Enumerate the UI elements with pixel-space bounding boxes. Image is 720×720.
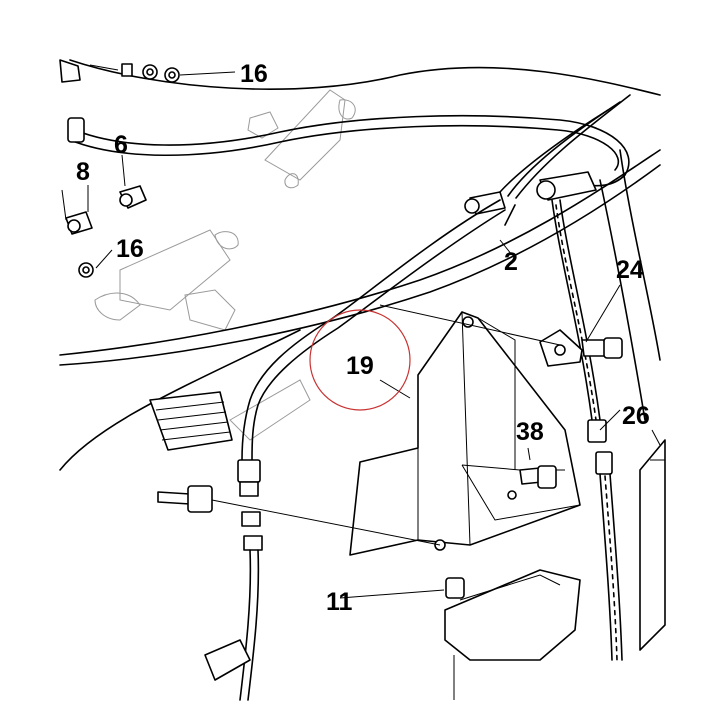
mounting-panel-19 — [349, 311, 581, 556]
bracket-24 — [539, 329, 623, 367]
callout-8: 8 — [76, 158, 90, 186]
callout-16-top: 16 — [240, 60, 268, 88]
callout-26: 26 — [622, 402, 650, 430]
bolt-38 — [519, 465, 557, 489]
bolt-left — [157, 485, 441, 546]
callout-19: 19 — [346, 352, 374, 380]
callout-38: 38 — [516, 418, 544, 446]
battery-26 — [639, 439, 666, 651]
cable-to-left-connector — [241, 199, 506, 461]
frame-rails — [59, 59, 661, 471]
fin-module — [149, 391, 233, 451]
lower-bracket — [444, 569, 581, 700]
callout-24: 24 — [616, 256, 644, 284]
wire-harness-2 — [69, 94, 631, 226]
connector-left-cable — [204, 459, 263, 701]
right-vertical-cable — [551, 199, 623, 661]
callout-16-left: 16 — [116, 235, 144, 263]
body-panel-outline — [94, 89, 356, 441]
highlight-circle — [309, 309, 411, 411]
top-left-fasteners — [59, 59, 180, 278]
leader-lines — [87, 71, 661, 599]
callout-2: 2 — [504, 248, 518, 276]
callout-11: 11 — [326, 588, 353, 616]
callout-6: 6 — [114, 131, 128, 159]
